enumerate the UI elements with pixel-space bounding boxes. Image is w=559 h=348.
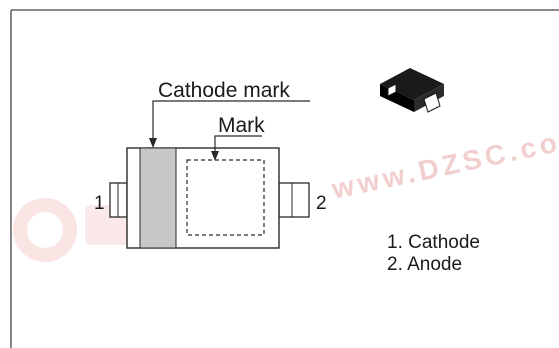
pin1-label: 1	[94, 193, 105, 214]
legend-item-cathode: 1. Cathode	[387, 232, 480, 253]
cathode-mark-leader	[152, 100, 310, 146]
cathode-mark-label: Cathode mark	[158, 79, 290, 102]
mark-area	[186, 159, 265, 236]
legend-item-anode: 2. Anode	[387, 254, 463, 275]
cathode-mark-arrowhead	[149, 138, 157, 148]
mark-arrowhead	[211, 151, 219, 161]
pin2-label: 2	[316, 193, 327, 214]
cathode-band	[139, 147, 177, 249]
package-3d-icon	[380, 68, 444, 113]
pin-legend: 1. Cathode 2. Anode	[387, 232, 480, 276]
pin2-lead	[278, 182, 310, 218]
mark-label: Mark	[218, 114, 265, 137]
